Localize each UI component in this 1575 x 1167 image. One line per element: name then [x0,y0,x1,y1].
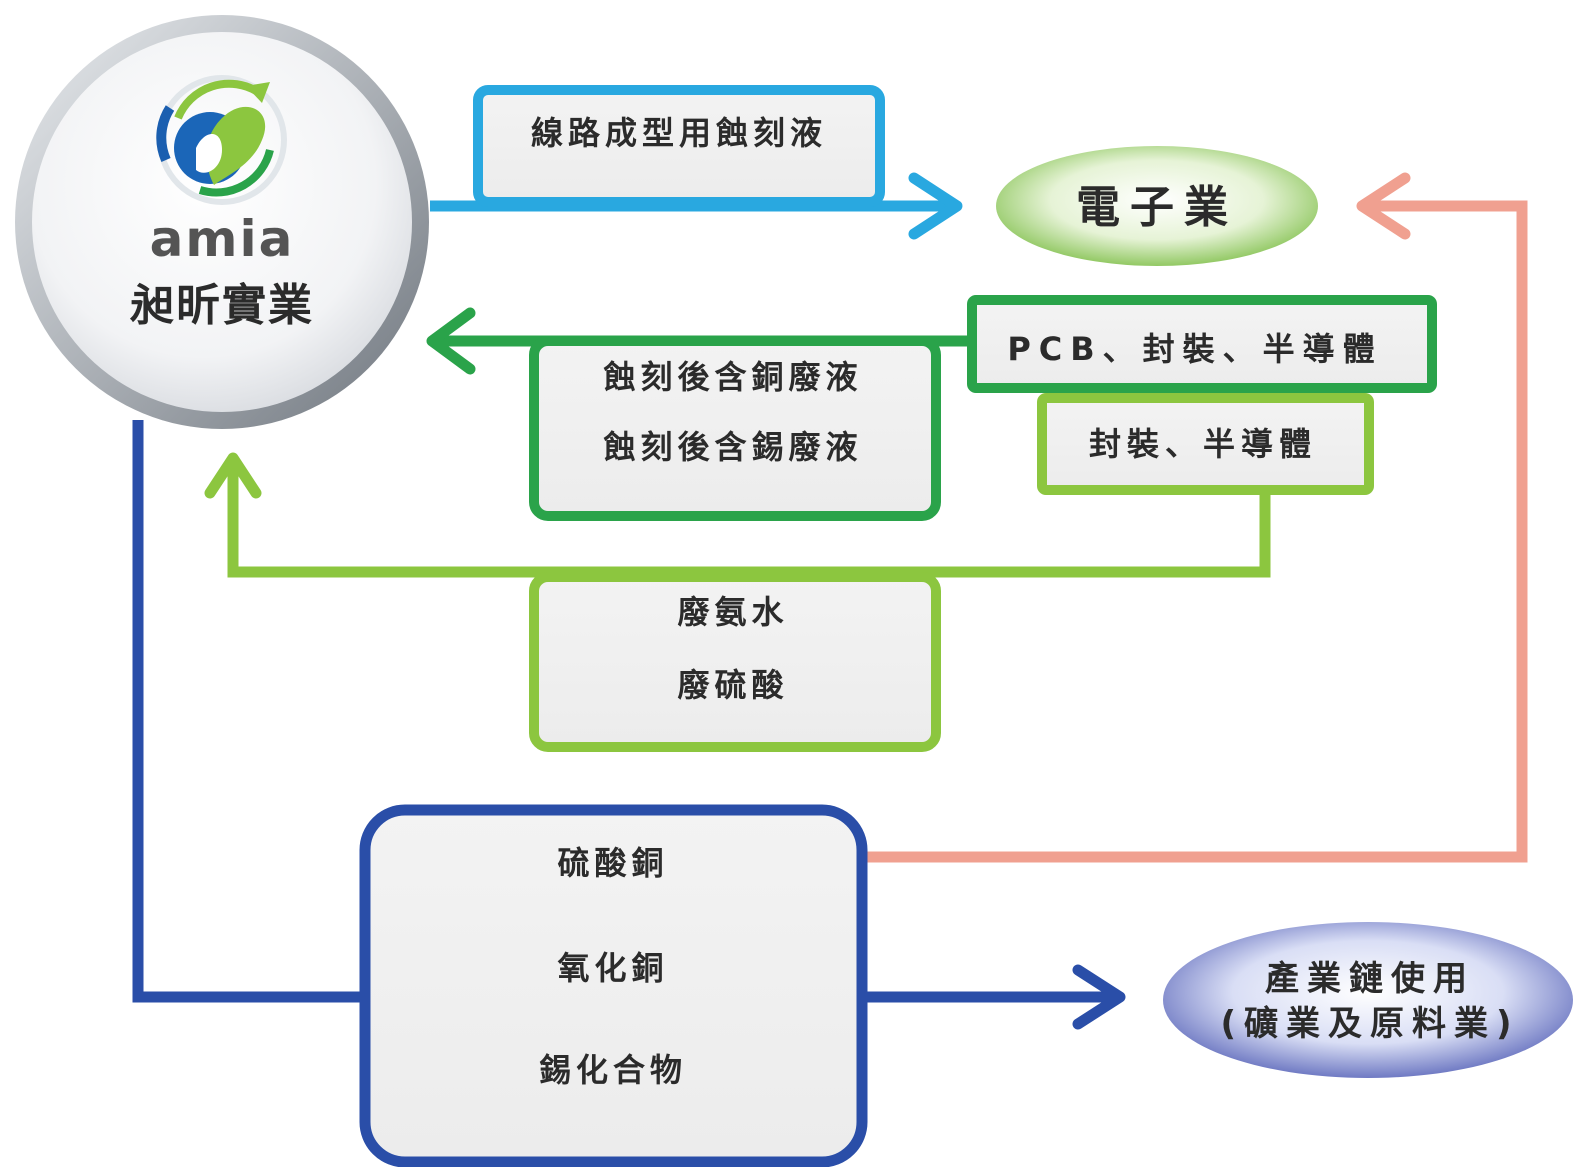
waste-acid-box: 廢氨水 廢硫酸 [529,572,941,752]
pcb-packaging-label: PCB、封裝、半導體 [1007,330,1382,368]
electronics-node: 電子業 [996,146,1318,266]
product-label: 硫酸銅 [557,844,668,882]
waste-ammonia-label: 廢氨水 [677,593,788,631]
company-name: 昶昕實業 [129,280,314,331]
waste-sulfuric-label: 廢硫酸 [677,666,788,704]
pcb-packaging-box: PCB、封裝、半導體 [967,295,1437,393]
company-logo-text: amia [150,210,295,268]
company-logo-icon [156,75,287,205]
etchant-label: 線路成型用蝕刻液 [531,114,827,152]
industry-chain-node: 產業鏈使用 (礦業及原料業) [1163,922,1573,1078]
industry-chain-label-line2: (礦業及原料業) [1220,1004,1519,1044]
blue-arrowhead [908,172,963,240]
light-green-arrowhead [204,452,262,499]
navy-arrowhead [1072,964,1126,1030]
waste-etchant-box: 蝕刻後含銅廢液 蝕刻後含錫廢液 [529,336,941,521]
etchant-box: 線路成型用蝕刻液 [473,85,885,207]
industry-chain-label-line1: 產業鏈使用 [1265,959,1475,999]
waste-etch-copper-label: 蝕刻後含銅廢液 [603,358,862,396]
company-node: amia 昶昕實業 [15,15,429,429]
dark-green-arrowhead [426,307,476,375]
salmon-flow-line [862,200,1528,863]
waste-etch-tin-label: 蝕刻後含錫廢液 [603,428,862,466]
packaging-box: 封裝、半導體 [1037,393,1374,495]
salmon-arrowhead [1356,172,1411,240]
product-label: 錫化合物 [539,1051,687,1089]
electronics-label: 電子業 [1076,182,1238,233]
products-box: 硫酸銅 氧化銅 錫化合物 [359,804,868,1167]
product-label: 氧化銅 [557,949,668,987]
packaging-label: 封裝、半導體 [1089,425,1317,463]
navy-flow-line-left [132,420,365,1003]
